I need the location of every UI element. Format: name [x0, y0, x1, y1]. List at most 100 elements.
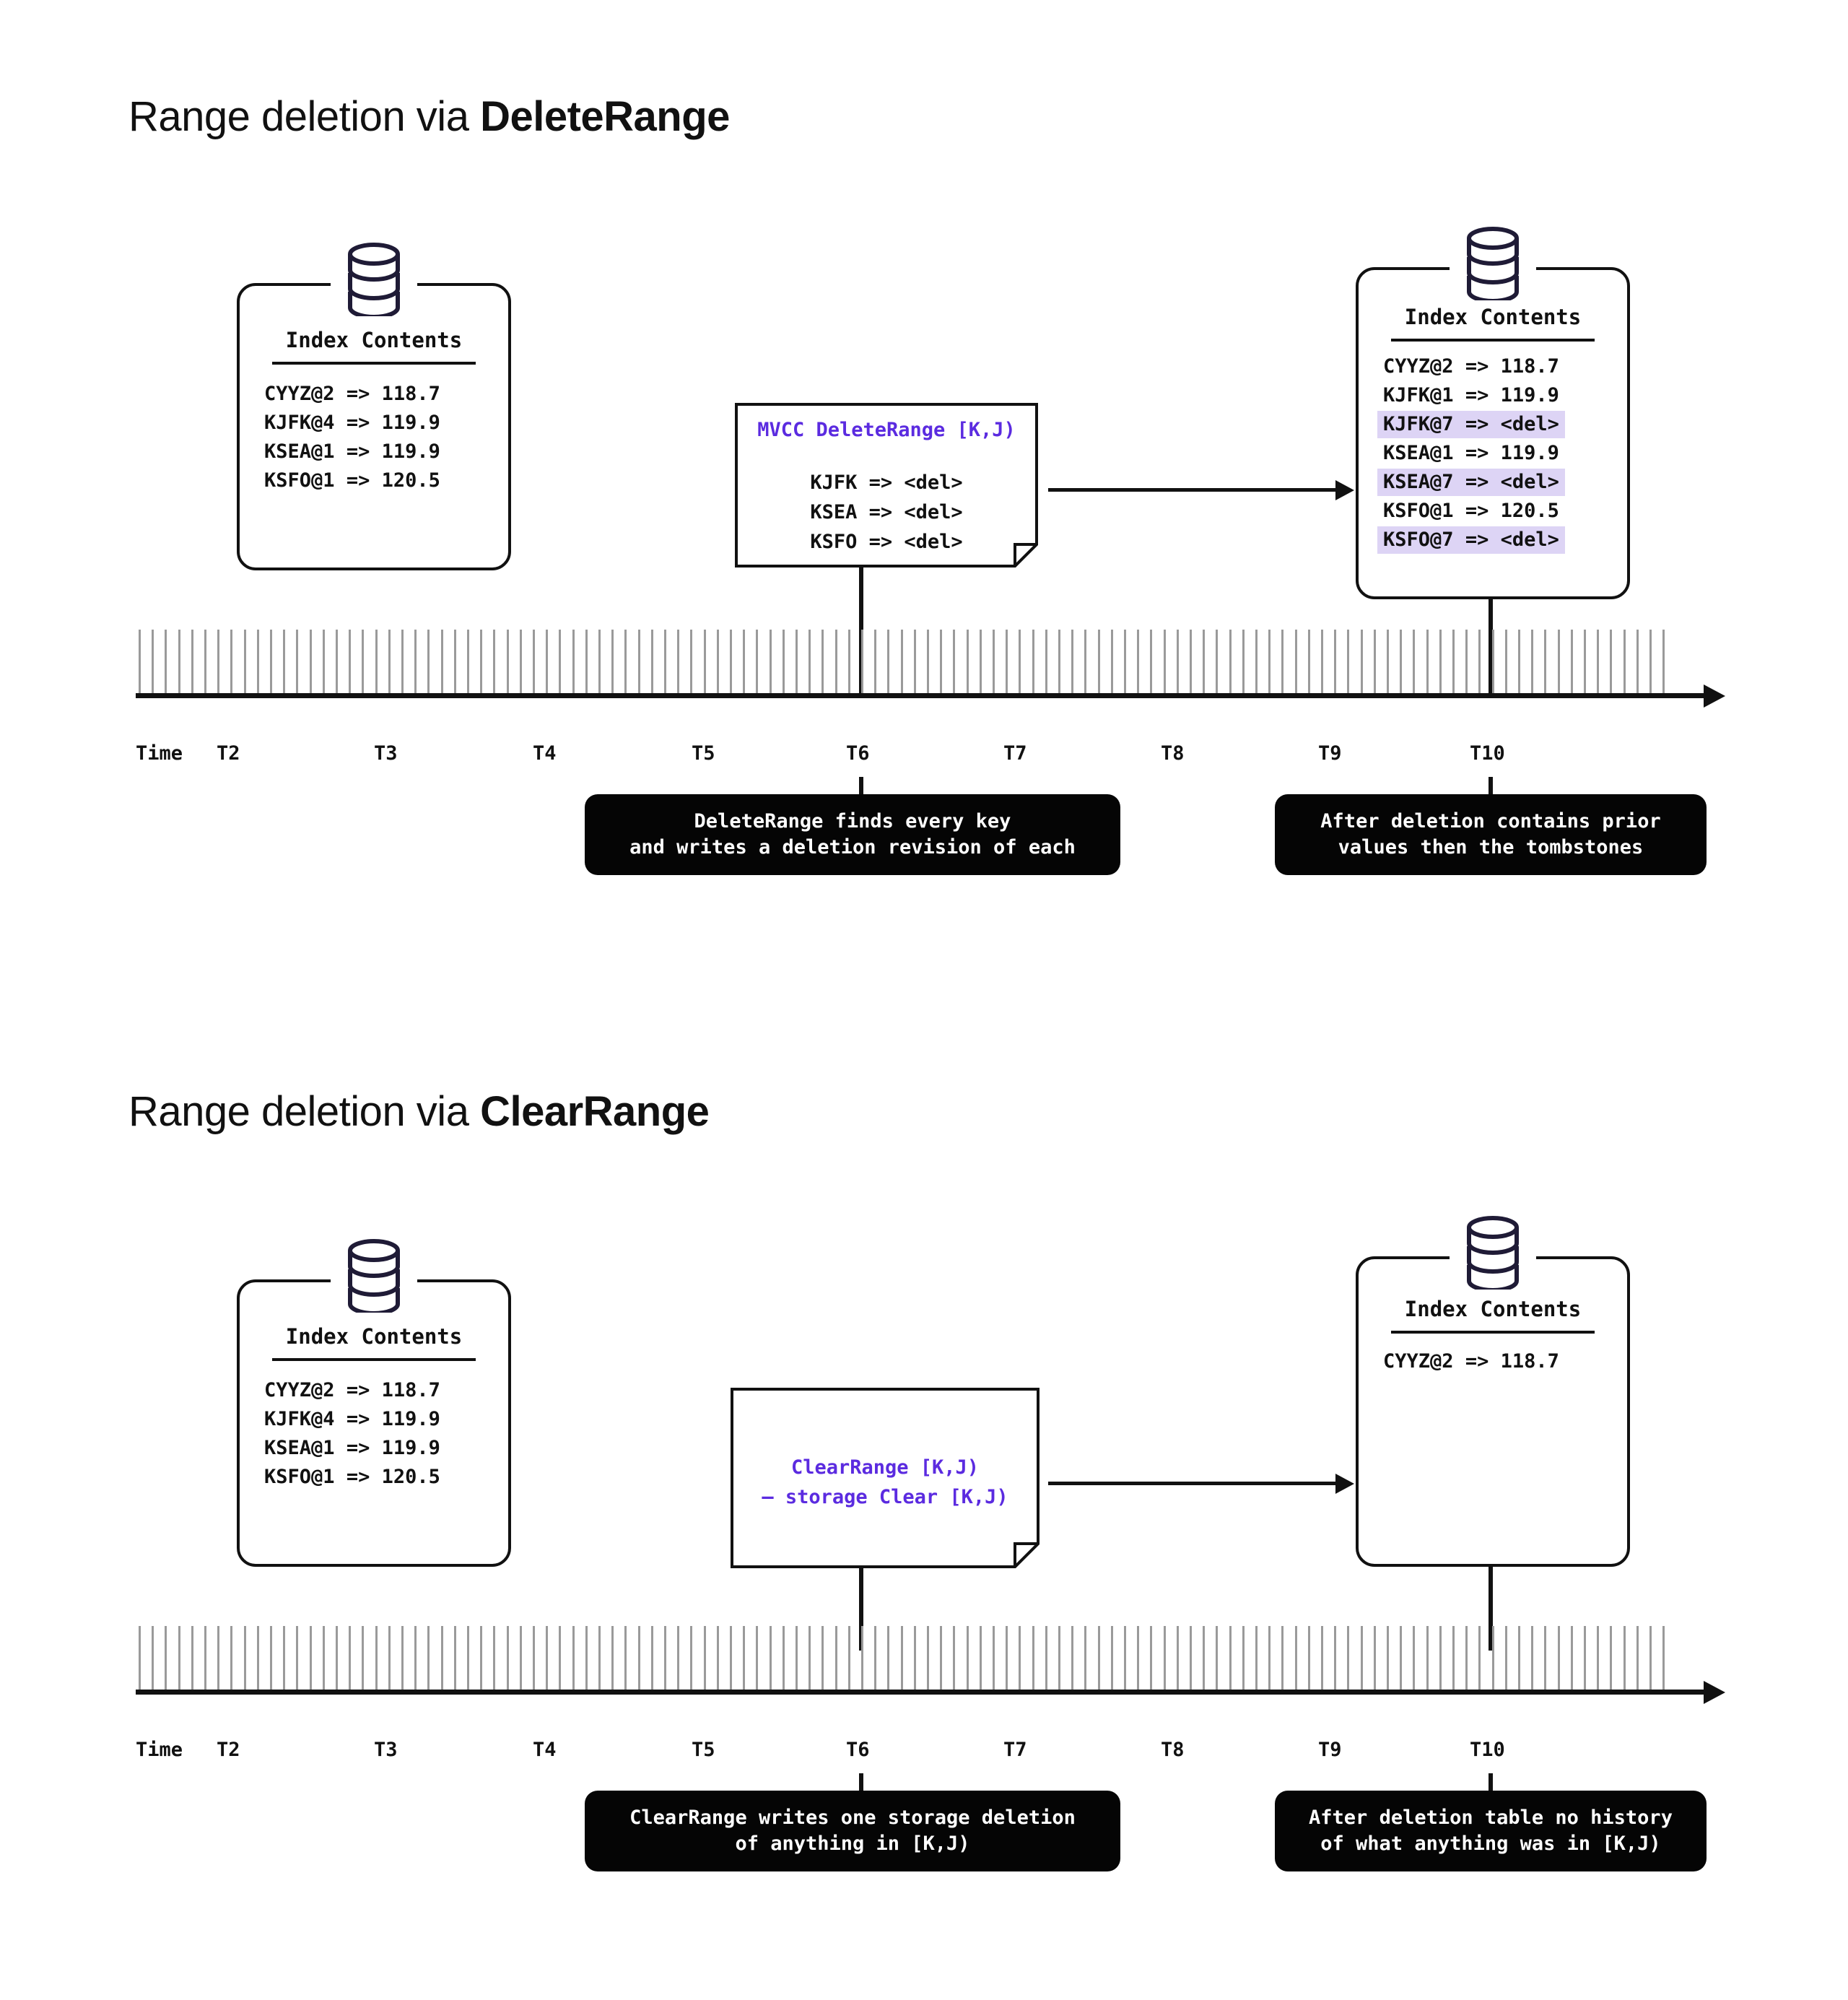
timeline-tick — [1478, 1626, 1481, 1690]
timeline-tick — [834, 1626, 837, 1690]
timeline-tick — [533, 1626, 535, 1690]
note-heading: ClearRange [K,J) — [790, 1456, 980, 1479]
note-clearrange: ClearRange [K,J) — storage Clear [K,J) — [731, 1388, 1040, 1568]
timeline-tick — [756, 1626, 759, 1690]
timeline-tick — [322, 630, 325, 693]
note-heading: MVCC DeleteRange [K,J) — [757, 419, 1016, 441]
timeline-tick — [993, 630, 995, 693]
timeline-tick — [913, 1626, 916, 1690]
callout-after-deletion-explain: After deletion contains prior values the… — [1275, 794, 1707, 875]
timeline-tick — [940, 1626, 943, 1690]
timeline-label-t10: T10 — [1470, 742, 1505, 765]
database-icon — [1450, 1214, 1536, 1294]
timeline-tick — [1662, 1626, 1665, 1690]
timeline-label-t2: T2 — [217, 742, 240, 765]
timeline-tick — [1400, 630, 1403, 693]
timeline-tick — [1124, 630, 1126, 693]
timeline-label-t8: T8 — [1161, 742, 1185, 765]
timeline-tick — [1373, 630, 1376, 693]
section-title-clear-range: Range deletion via ClearRange — [128, 1087, 710, 1136]
timeline-tick — [401, 630, 404, 693]
timeline-tick — [874, 630, 877, 693]
timeline-tick — [1557, 630, 1560, 693]
timeline-tick — [1229, 630, 1232, 693]
timeline-tick — [1032, 630, 1034, 693]
timeline-tick — [1570, 630, 1573, 693]
timeline-tick — [966, 1626, 969, 1690]
timeline-tick — [1504, 630, 1507, 693]
timeline-tick — [927, 630, 929, 693]
database-icon-svg — [1467, 227, 1519, 300]
timeline-arrow-icon — [1704, 1681, 1725, 1704]
timeline-label-t5: T5 — [692, 742, 715, 765]
timeline-label-time: Time — [136, 742, 183, 765]
timeline-tick — [309, 1626, 312, 1690]
database-icon — [1450, 225, 1536, 305]
timeline-tick — [362, 1626, 365, 1690]
index-row-tombstone: KJFK@7 => <del> — [1377, 411, 1565, 438]
index-row: KSEA@1 => 119.9 — [1383, 442, 1559, 464]
timeline-tick — [243, 630, 246, 693]
timeline-tick — [690, 630, 693, 693]
timeline-tick — [1518, 1626, 1520, 1690]
timeline-tick — [861, 630, 863, 693]
timeline-tick — [703, 630, 706, 693]
timeline-tick — [1610, 1626, 1613, 1690]
arrow-head-icon — [1335, 1474, 1354, 1494]
timeline-tick — [1413, 630, 1416, 693]
timeline-tick — [414, 1626, 417, 1690]
timeline-tick — [716, 1626, 719, 1690]
timeline-arrow-icon — [1704, 684, 1725, 708]
timeline-tick — [979, 630, 982, 693]
timeline-tick — [191, 630, 193, 693]
timeline-tick — [178, 630, 180, 693]
timeline-tick — [1387, 1626, 1389, 1690]
timeline-tick — [585, 630, 588, 693]
timeline-tick — [1373, 1626, 1376, 1690]
timeline-tick — [1426, 630, 1429, 693]
index-row: CYYZ@2 => 118.7 — [1383, 1350, 1559, 1373]
timeline-label-t5: T5 — [692, 1739, 715, 1761]
timeline-tick — [900, 1626, 903, 1690]
callout-stem-t6 — [859, 1773, 863, 1805]
timeline-tick — [979, 1626, 982, 1690]
timeline-tick — [782, 1626, 785, 1690]
timeline-tick — [1190, 1626, 1192, 1690]
timeline-tick — [480, 1626, 483, 1690]
timeline-tick — [139, 630, 141, 693]
timeline-tick — [1360, 1626, 1363, 1690]
timeline-tick — [677, 1626, 680, 1690]
index-row: CYYZ@2 => 118.7 — [264, 383, 440, 405]
timeline-tick — [598, 630, 601, 693]
index-card-before-1: Index Contents CYYZ@2 => 118.7 KJFK@4 =>… — [237, 241, 511, 570]
timeline-tick — [1307, 630, 1310, 693]
timeline-tick — [796, 1626, 798, 1690]
timeline-tick — [533, 630, 535, 693]
database-icon-svg — [348, 1239, 400, 1313]
timeline-tick — [821, 1626, 824, 1690]
section-title-plain: Range deletion via — [128, 1088, 481, 1135]
timeline-tick — [769, 1626, 772, 1690]
timeline-tick — [664, 1626, 666, 1690]
index-card-rows: CYYZ@2 => 118.7 KJFK@4 => 119.9 KSEA@1 =… — [240, 381, 508, 495]
timeline-tick — [440, 1626, 443, 1690]
index-card-rule — [1390, 1331, 1595, 1334]
timeline-tick — [546, 630, 549, 693]
index-row: KJFK@4 => 119.9 — [264, 412, 440, 434]
timeline-tick — [1019, 1626, 1021, 1690]
index-card-rule — [271, 362, 476, 365]
callout-clearrange-explain: ClearRange writes one storage deletion o… — [585, 1791, 1120, 1871]
timeline-tick — [1124, 1626, 1126, 1690]
timeline-tick — [637, 630, 640, 693]
timeline-tick — [874, 1626, 877, 1690]
timeline-tick — [270, 630, 272, 693]
timeline-tick — [375, 630, 378, 693]
index-card-after-2: Index Contents CYYZ@2 => 118.7 — [1356, 1214, 1630, 1567]
timeline-tick — [349, 630, 352, 693]
timeline-tick — [1019, 630, 1021, 693]
timeline-tick — [1491, 1626, 1494, 1690]
timeline-tick — [730, 630, 732, 693]
index-row: KSFO@1 => 120.5 — [264, 469, 440, 492]
timeline-tick — [165, 630, 167, 693]
index-row: KSFO@1 => 120.5 — [1383, 500, 1559, 522]
